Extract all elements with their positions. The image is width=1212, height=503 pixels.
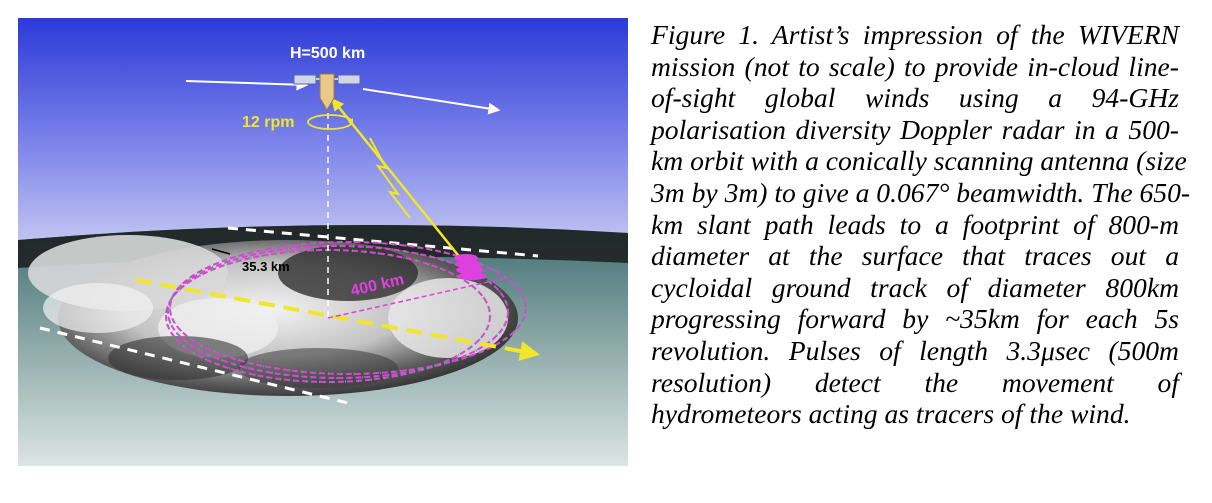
caption-line: mission (not to scale) to provide in-clo… bbox=[651, 50, 1179, 82]
caption-line: km orbit with a conically scanning anten… bbox=[651, 145, 1187, 177]
figure-caption: Figure 1. Artist’s impression of the WIV… bbox=[651, 19, 1191, 430]
satellite-icon bbox=[293, 73, 361, 111]
rotation-arrowhead-icon bbox=[348, 118, 353, 126]
radar-pulse-icon bbox=[369, 137, 411, 219]
caption-line: revolution. Pulses of length 3.3μsec (50… bbox=[651, 334, 1179, 366]
flight-direction-arrow bbox=[135, 278, 540, 361]
rotation-label: 12 rpm bbox=[242, 114, 294, 131]
orbit-arrow-left bbox=[185, 78, 309, 91]
sky-background bbox=[18, 18, 628, 253]
radius-line bbox=[327, 277, 507, 319]
caption-line: cycloidal ground track of diameter 800km bbox=[651, 271, 1179, 303]
track-step-marker bbox=[211, 248, 231, 255]
caption-line: diameter at the surface that traces out … bbox=[651, 240, 1179, 272]
caption-line: 3m by 3m) to give a 0.067° beamwidth. Th… bbox=[651, 176, 1191, 208]
caption-line: polarisation diversity Doppler radar in … bbox=[651, 113, 1179, 145]
caption-line: resolution) detect the movement of bbox=[651, 366, 1179, 398]
caption-line: of-sight global winds using a 94-GHz bbox=[651, 82, 1179, 114]
track-step-label: 35.3 km bbox=[242, 259, 290, 274]
orbit-arrow-right bbox=[362, 88, 501, 115]
swath-edge-top bbox=[227, 226, 539, 258]
altitude-label: H=500 km bbox=[290, 45, 365, 62]
caption-line: km slant path leads to a footprint of 80… bbox=[651, 208, 1179, 240]
wivern-illustration: H=500 km 12 rpm 35.3 km 400 km bbox=[18, 18, 628, 466]
caption-line: progressing forward by ~35km for each 5s bbox=[651, 303, 1179, 335]
caption-line: hydrometeors acting as tracers of the wi… bbox=[651, 398, 1131, 430]
caption-line: Figure 1. Artist’s impression of the WIV… bbox=[651, 19, 1179, 50]
footprint-coil-icon bbox=[454, 254, 486, 280]
radar-beam bbox=[331, 98, 467, 266]
